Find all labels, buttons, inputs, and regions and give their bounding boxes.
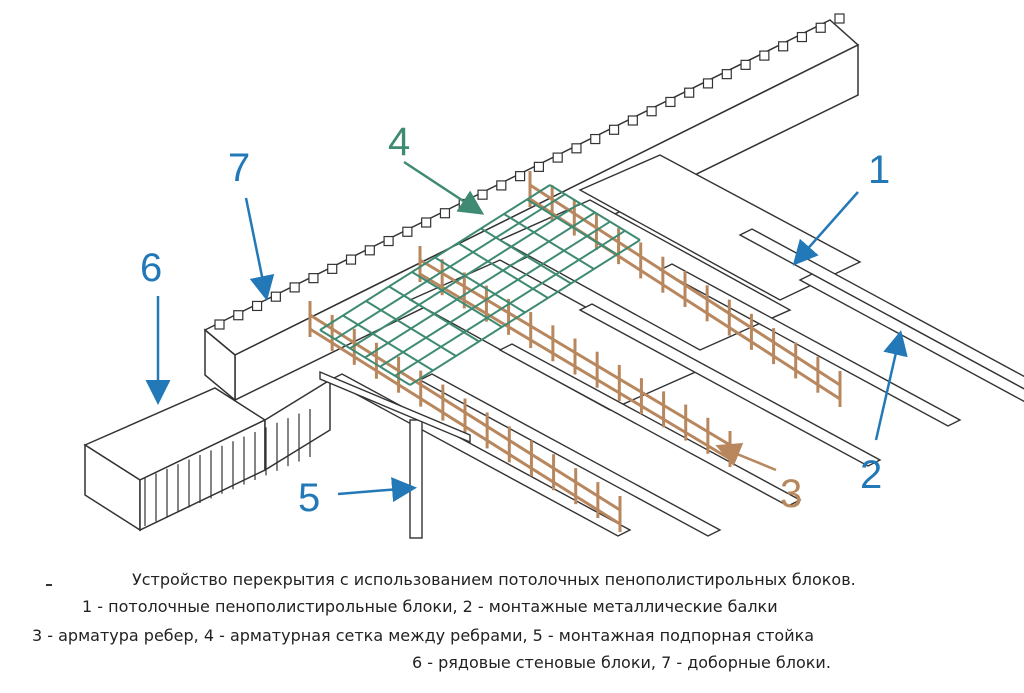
caption-line-4: 6 - рядовые стеновые блоки, 7 - доборные… xyxy=(412,653,831,672)
wall-tooth xyxy=(270,291,281,302)
wall-tooth xyxy=(515,171,526,182)
wall-tooth xyxy=(233,310,244,321)
wall-tooth xyxy=(251,300,263,312)
wall-tooth xyxy=(345,254,357,265)
wall-tooth xyxy=(552,152,563,163)
callout-arrow-2 xyxy=(874,330,908,441)
steel-beam xyxy=(658,263,962,427)
row-wall-blocks xyxy=(83,378,331,532)
callout-1: 1 xyxy=(868,148,891,192)
wall-tooth xyxy=(477,189,488,200)
wall-tooth xyxy=(796,31,808,43)
mesh-line xyxy=(409,239,641,386)
doborny-blocks-teeth xyxy=(214,13,845,330)
callout-3: 3 xyxy=(780,472,803,516)
callout-2: 2 xyxy=(860,453,883,497)
wall-tooth xyxy=(308,273,319,284)
callout-5: 5 xyxy=(298,476,321,520)
wall-tooth xyxy=(665,96,676,108)
callout-arrow-3 xyxy=(715,443,777,472)
row-block-ribs xyxy=(144,409,311,526)
wall-tooth xyxy=(439,208,451,219)
steel-beam xyxy=(418,373,722,537)
wall-tooth xyxy=(289,282,300,293)
callout-6: 6 xyxy=(140,246,163,290)
caption-line-2: 1 - потолочные пенополистирольные блоки,… xyxy=(82,597,778,616)
steel-beam xyxy=(578,303,882,467)
wall-tooth xyxy=(627,115,638,126)
wall-tooth xyxy=(759,50,770,61)
wall-tooth xyxy=(778,41,789,52)
wall-tooth xyxy=(533,161,544,172)
rebar-mesh xyxy=(319,184,641,386)
caption-line-3: 3 - арматура ребер, 4 - арматурная сетка… xyxy=(32,626,815,645)
wall-tooth xyxy=(740,59,751,70)
steel-beam xyxy=(798,273,1024,403)
caption-dash xyxy=(46,584,52,586)
mesh-line xyxy=(379,220,611,368)
mesh-line xyxy=(394,229,626,377)
wall-tooth xyxy=(571,143,582,154)
wall-tooth xyxy=(214,319,225,330)
caption-title: Устройство перекрытия с использованием п… xyxy=(132,570,856,589)
support-post xyxy=(319,370,471,539)
callout-arrow-5 xyxy=(337,477,417,503)
wall-tooth xyxy=(421,217,432,228)
wall-tooth xyxy=(364,245,375,256)
mesh-line xyxy=(349,202,581,350)
wall-tooth xyxy=(721,69,732,80)
mesh-line xyxy=(334,193,566,341)
wall-tooth xyxy=(383,235,394,247)
wall-tooth xyxy=(402,226,413,237)
floor-slab-illustration xyxy=(83,13,1024,539)
callout-arrow-1 xyxy=(792,191,859,266)
wall-tooth xyxy=(834,13,845,24)
wall-tooth xyxy=(327,263,338,274)
wall-tooth xyxy=(815,22,826,33)
callout-arrow-4 xyxy=(403,160,485,215)
callout-arrow-7 xyxy=(244,197,275,301)
mesh-line xyxy=(364,211,596,359)
callout-7: 7 xyxy=(228,146,251,190)
wall-tooth xyxy=(496,180,507,191)
wall-tooth xyxy=(608,124,620,135)
callout-4: 4 xyxy=(388,120,411,164)
wall-tooth xyxy=(702,78,714,89)
wall-tooth xyxy=(590,133,601,145)
wall-tooth xyxy=(646,106,657,117)
wall-tooth xyxy=(684,87,695,98)
mesh-line xyxy=(319,184,551,331)
